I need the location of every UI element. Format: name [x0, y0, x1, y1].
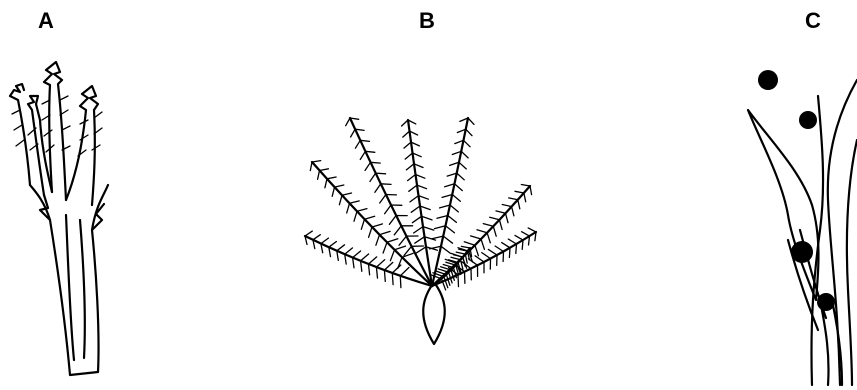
leaf-sheath-left: [748, 110, 819, 300]
leaf-blade-back: [828, 80, 857, 385]
spine-branch-middle: [44, 62, 66, 200]
particle-dot: [791, 241, 813, 263]
plume-barbs: [346, 118, 424, 256]
particle-dot: [799, 111, 817, 129]
spine-branch-left: [10, 84, 52, 195]
plume-rachis: [312, 162, 432, 286]
spine-stem-outline: [30, 185, 108, 375]
plume-rachis: [305, 236, 432, 286]
particle-dot: [758, 70, 778, 90]
plume-barbs: [429, 118, 474, 253]
spine-branch-right: [66, 86, 98, 205]
panel-b-drawing: [305, 118, 536, 344]
particle-dot: [817, 293, 835, 311]
plume-barbs: [402, 120, 438, 253]
panel-a-drawing: [10, 62, 108, 375]
tuft-plumes: [305, 118, 536, 290]
panel-c-drawing: [748, 70, 857, 385]
tuft-base-bulb: [423, 285, 445, 344]
